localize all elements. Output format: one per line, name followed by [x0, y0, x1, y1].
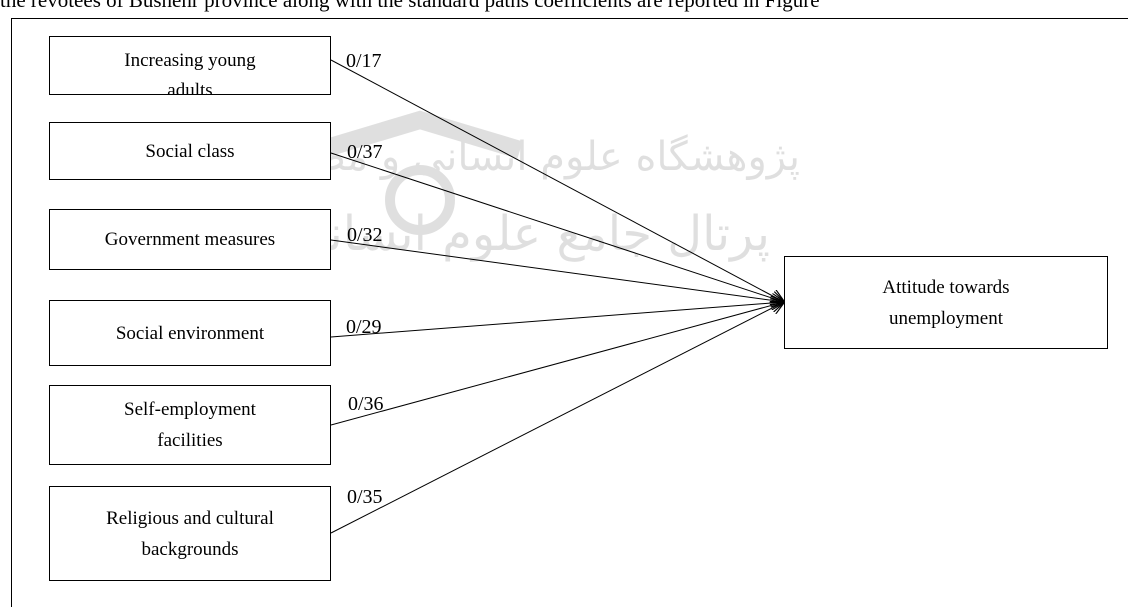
- coefficient-label: 0/37: [347, 141, 383, 163]
- source-label-cut: adults: [167, 80, 213, 95]
- coefficient-label: 0/35: [347, 486, 383, 508]
- header-text: the revotees of Bushehr province along w…: [0, 0, 820, 12]
- source-label: Increasing young: [124, 50, 256, 71]
- source-label: Self-employment facilities: [124, 399, 256, 451]
- source-label: Social class: [145, 140, 235, 162]
- source-box-increasing-young: Increasing young adults: [49, 36, 331, 95]
- coefficient-label: 0/17: [346, 50, 382, 72]
- path-arrow-5: [330, 302, 784, 426]
- path-arrow-6: [330, 302, 784, 534]
- coefficient-label: 0/29: [346, 316, 382, 338]
- source-box-social-class: Social class: [49, 122, 331, 180]
- source-label: Social environment: [115, 322, 265, 344]
- coefficient-label: 0/32: [347, 224, 383, 246]
- source-box-social-environment: Social environment: [49, 300, 331, 366]
- source-box-self-employment: Self-employment facilities: [49, 385, 331, 465]
- path-arrow-4: [330, 302, 784, 338]
- target-label: Attitude towards unemployment: [882, 276, 1010, 329]
- target-box-attitude: Attitude towards unemployment: [784, 256, 1108, 349]
- source-box-government-measures: Government measures: [49, 209, 331, 270]
- path-arrow-3: [330, 239, 784, 302]
- source-box-religious-cultural: Religious and cultural backgrounds: [49, 486, 331, 581]
- figure-frame: [11, 18, 1128, 607]
- source-label: Religious and cultural backgrounds: [106, 507, 274, 560]
- path-arrow-1: [330, 59, 784, 302]
- path-arrow-2: [330, 152, 784, 302]
- source-label: Government measures: [104, 229, 276, 250]
- coefficient-label: 0/36: [348, 393, 384, 415]
